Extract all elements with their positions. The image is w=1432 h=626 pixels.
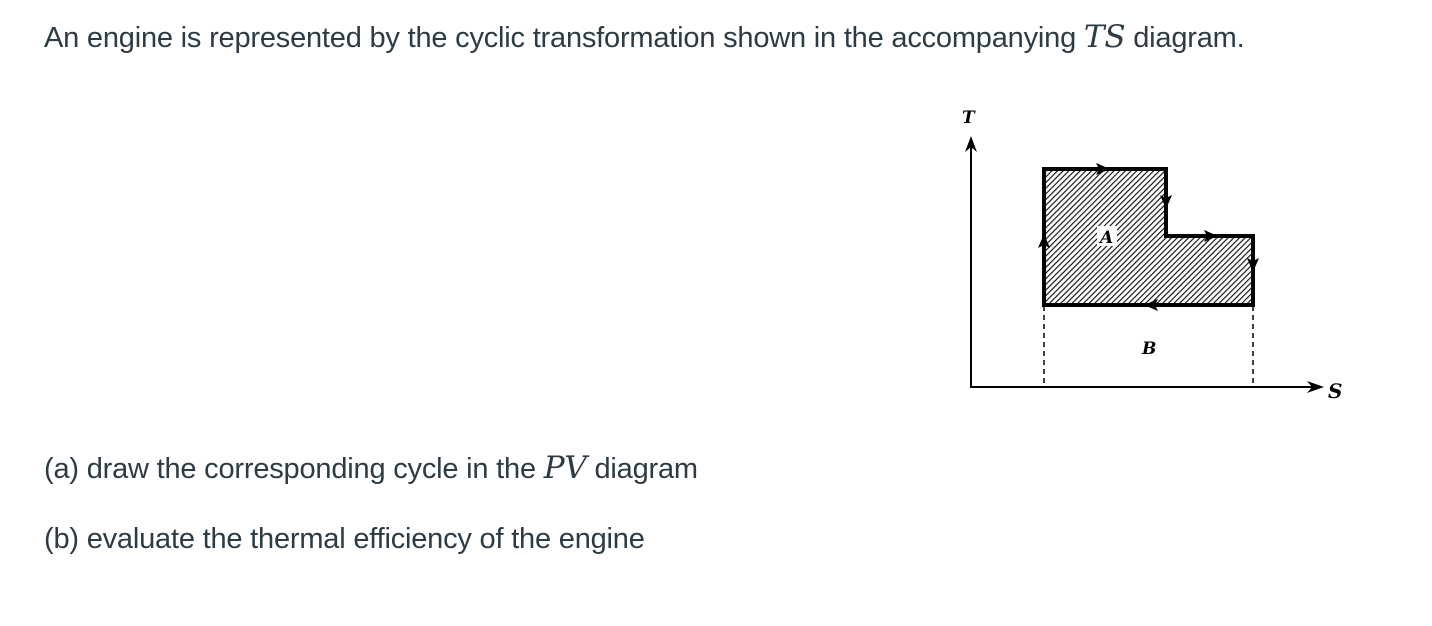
problem-statement: An engine is represented by the cyclic t…: [44, 19, 1245, 55]
cycle-region-a: [1042, 167, 1255, 307]
intro-text-after: diagram.: [1125, 22, 1245, 54]
question-part-b: (b) evaluate the thermal efficiency of t…: [44, 525, 645, 554]
pv-math-symbol: PV: [543, 450, 587, 486]
dashed-projections: [1043, 306, 1254, 387]
arrow-up-icon: [1038, 234, 1050, 248]
intro-text-before: An engine is represented by the cyclic t…: [44, 22, 1084, 54]
ts-math-symbol: TS: [1083, 19, 1126, 55]
part-b-text: (b) evaluate the thermal efficiency of t…: [44, 523, 645, 555]
cycle-direction-arrows: [1038, 163, 1259, 311]
part-a-text-before: (a) draw the corresponding cycle in the: [44, 453, 544, 485]
arrow-right-icon: [1204, 230, 1218, 242]
arrow-left-icon: [1144, 299, 1158, 311]
part-a-text-after: diagram: [586, 453, 698, 485]
region-b-label: B: [1141, 339, 1156, 359]
s-axis-label: S: [1328, 379, 1342, 403]
arrow-down-icon: [1160, 195, 1172, 209]
arrow-down-icon: [1247, 258, 1259, 272]
s-axis-arrow-icon: [1307, 381, 1324, 393]
t-axis-label: T: [962, 108, 976, 128]
region-a-label: A: [1098, 228, 1113, 248]
arrow-right-icon: [1096, 163, 1110, 175]
t-axis-arrow-icon: [965, 136, 977, 152]
question-part-a: (a) draw the corresponding cycle in the …: [44, 453, 698, 484]
label-a-box: [1097, 226, 1117, 246]
axes: T S: [962, 108, 1342, 403]
